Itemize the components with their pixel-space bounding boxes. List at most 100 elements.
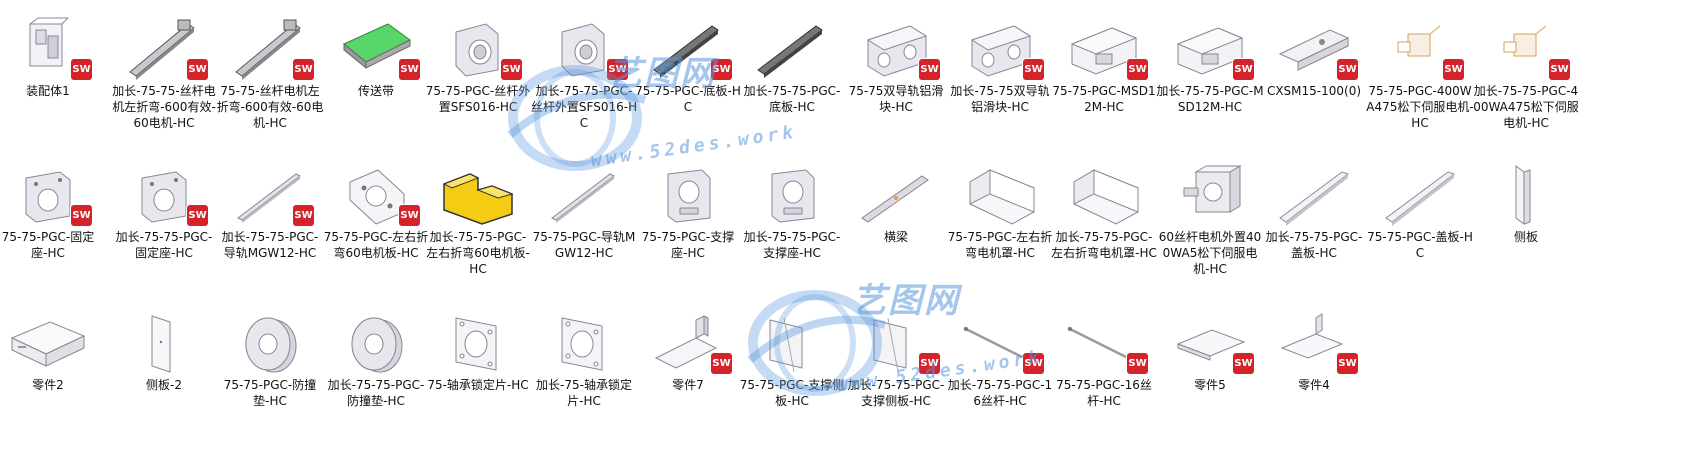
- file-label: 75-75-PGC-400WA475松下伺服电机-HC: [1366, 84, 1474, 130]
- file-label: CXSM15-100(0): [1266, 84, 1362, 98]
- solidworks-badge-icon: SW: [399, 59, 420, 80]
- file-thumbnail: SW: [334, 14, 420, 80]
- flat-box-icon: [10, 321, 86, 367]
- file-label: 加长-75-75-PGC-400WA475松下伺服电机-HC: [1473, 84, 1579, 130]
- file-label: 加长-75-75-PGC-盖板-HC: [1265, 230, 1363, 260]
- side-panel-small-icon: [151, 315, 171, 373]
- file-item[interactable]: SW 75-75-PGC-左右折弯60电机板-HC: [320, 150, 432, 261]
- file-item[interactable]: 零件2: [0, 298, 104, 393]
- file-item[interactable]: 75-75-PGC-导轨MGW12-HC: [528, 150, 640, 261]
- solidworks-badge-icon: SW: [607, 59, 628, 80]
- file-thumbnail: [1062, 160, 1146, 226]
- file-thumbnail: SW: [1272, 308, 1358, 374]
- file-thumbnail: [750, 308, 834, 374]
- l-bracket-icon: [654, 315, 718, 369]
- side-panel-icon: [1515, 165, 1531, 225]
- file-label: 75-75-PGC-固定座-HC: [1, 230, 95, 260]
- file-item[interactable]: 加长-75-轴承锁定片-HC: [528, 298, 640, 409]
- file-thumbnail: SW: [6, 160, 92, 226]
- file-thumbnail: SW: [958, 308, 1044, 374]
- file-label: 加长-75-75-PGC-MSD12M-HC: [1156, 84, 1264, 114]
- file-item[interactable]: 侧板-2: [108, 298, 220, 393]
- file-thumbnail: [6, 308, 90, 374]
- motor-cover-icon: [969, 169, 1035, 225]
- motor-cover-icon: [1073, 169, 1139, 225]
- file-label: 加长-75-75-PGC-左右折弯60电机板-HC: [426, 230, 530, 276]
- file-thumbnail: SW: [1062, 308, 1148, 374]
- file-item[interactable]: 加长-75-75-PGC-左右折弯电机罩-HC: [1048, 150, 1160, 261]
- file-item[interactable]: 75-75-PGC-支撑侧板-HC: [736, 298, 848, 409]
- file-label: 75-75-PGC-支撑侧板-HC: [739, 378, 845, 408]
- file-thumbnail: [334, 308, 418, 374]
- file-label: 75-75双导轨铝滑块-HC: [848, 84, 944, 114]
- file-item[interactable]: 75-75-PGC-支撑座-HC: [632, 150, 744, 261]
- file-thumbnail: SW: [334, 160, 420, 226]
- yellow-step-icon: [442, 173, 514, 225]
- file-item[interactable]: SW 75-75-PGC-固定座-HC: [0, 150, 104, 261]
- file-item[interactable]: 75-75-PGC-防撞垫-HC: [214, 298, 326, 409]
- file-label: 加长-75-75-PGC-固定座-HC: [115, 230, 213, 260]
- file-item[interactable]: 加长-75-75-PGC-支撑座-HC: [736, 150, 848, 261]
- file-thumbnail: [854, 160, 938, 226]
- file-item[interactable]: 75-75-PGC-左右折弯电机罩-HC: [944, 150, 1056, 261]
- file-label: 75-75-PGC-左右折弯电机罩-HC: [947, 230, 1053, 260]
- file-thumbnail: SW: [228, 14, 314, 80]
- file-label: 加长-75-75-PGC-左右折弯电机罩-HC: [1051, 230, 1157, 260]
- file-label: 侧板: [1513, 230, 1538, 244]
- file-label: 加长-75-75-PGC-丝杆外置SFS016-HC: [530, 84, 638, 130]
- file-item[interactable]: 横梁: [840, 150, 952, 245]
- bearing-block-icon: [455, 23, 499, 77]
- file-item[interactable]: 60丝杆电机外置400WA5松下伺服电机-HC: [1154, 150, 1266, 277]
- file-item[interactable]: 75-轴承锁定片-HC: [422, 298, 534, 393]
- file-label: 75-75-丝杆电机左折弯-600有效-60电机-HC: [216, 84, 324, 130]
- solidworks-badge-icon: SW: [1127, 353, 1148, 374]
- solidworks-badge-icon: SW: [1127, 59, 1148, 80]
- file-item[interactable]: 加长-75-75-PGC-盖板-HC: [1258, 150, 1370, 261]
- solidworks-badge-icon: SW: [1233, 353, 1254, 374]
- file-item[interactable]: 加长-75-75-PGC-底板-HC: [736, 4, 848, 115]
- fixed-seat-icon: [141, 171, 187, 223]
- file-thumbnail: SW: [1168, 308, 1254, 374]
- guide-rail-icon: [551, 173, 615, 223]
- rail-dark-icon: [653, 25, 719, 78]
- file-item[interactable]: 75-75-PGC-盖板-HC: [1364, 150, 1476, 261]
- file-item[interactable]: 加长-75-75-PGC-左右折弯60电机板-HC: [422, 150, 534, 277]
- solidworks-badge-icon: SW: [711, 59, 732, 80]
- file-item[interactable]: 侧板: [1470, 150, 1582, 245]
- solidworks-badge-icon: SW: [1023, 353, 1044, 374]
- rail-long-icon: [129, 19, 195, 80]
- square-flange-icon: [455, 317, 497, 371]
- file-item[interactable]: SW 75-75-PGC-16丝杆-HC: [1048, 298, 1160, 409]
- servo-motor-small-icon: [1397, 25, 1441, 57]
- conveyor-belt-icon: [343, 23, 411, 70]
- file-label: 侧板-2: [146, 378, 182, 392]
- file-label: 75-75-PGC-16丝杆-HC: [1056, 378, 1152, 408]
- file-label: 75-75-PGC-导轨MGW12-HC: [532, 230, 636, 260]
- file-item[interactable]: 加长-75-75-PGC-防撞垫-HC: [320, 298, 432, 409]
- rail-long-icon: [235, 19, 301, 80]
- file-label: 加长-75-75-PGC-支撑侧板-HC: [847, 378, 945, 408]
- assembly-frame-icon: [29, 17, 69, 67]
- file-label: 75-75-PGC-左右折弯60电机板-HC: [323, 230, 429, 260]
- file-item[interactable]: SW 加长-75-75-PGC-丝杆外置SFS016-HC: [528, 4, 640, 131]
